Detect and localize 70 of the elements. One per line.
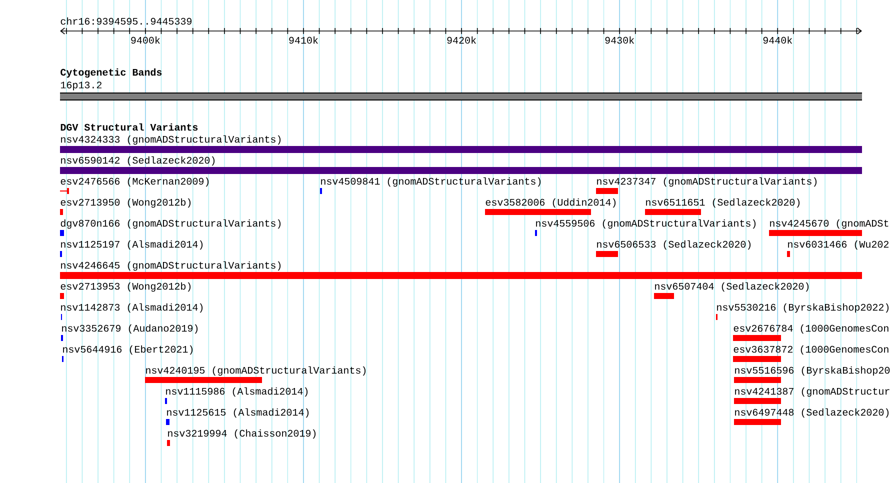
- node-label: nsv4324333 (gnomADStructuralVariants): [61, 135, 281, 145]
- track-title: DGV Structural Variants: [60, 123, 198, 131]
- tick-label: 9440k: [763, 36, 792, 44]
- variant-feature: esv2476566 (McKernan2009): [60, 177, 209, 194]
- variant-feature: nsv6506533 (Sedlazeck2020): [596, 240, 751, 257]
- node-label: esv2676784 (1000GenomesCon: [734, 324, 888, 334]
- variant-feature: nsv4237347 (gnomADStructuralVariants): [596, 177, 817, 194]
- node-label: nsv5530216 (ByrskaBishop2022): [717, 303, 889, 313]
- variant-feature: nsv1115986 (Alsmadi2014): [165, 387, 308, 404]
- variant-feature: nsv6031466 (Wu202: [787, 240, 888, 257]
- variant-feature: dgv870n166 (gnomADStructuralVariants): [60, 219, 281, 236]
- tick-label: 9410k: [289, 36, 318, 44]
- node-label: nsv4246645 (gnomADStructuralVariants): [61, 261, 281, 271]
- tick-label: 9430k: [605, 36, 634, 44]
- variant-feature: nsv4240195 (gnomADStructuralVariants): [145, 366, 366, 383]
- variant-feature: nsv6590142 (Sedlazeck2020): [60, 156, 862, 174]
- variant-feature: nsv4509841 (gnomADStructuralVariants): [320, 177, 541, 194]
- node-label: nsv1142873 (Alsmadi2014): [61, 303, 203, 313]
- variant-feature: nsv1125615 (Alsmadi2014): [166, 408, 309, 425]
- node-label: nsv1115986 (Alsmadi2014): [166, 387, 308, 397]
- node-label: nsv4509841 (gnomADStructuralVariants): [321, 177, 541, 187]
- variant-feature: esv2676784 (1000GenomesCon: [733, 324, 888, 341]
- variant-feature: nsv4245670 (gnomADSt: [769, 219, 888, 236]
- node-label: nsv4245670 (gnomADSt: [770, 219, 888, 229]
- variant-feature: nsv3219994 (Chaisson2019): [167, 429, 316, 446]
- variant-feature: esv3637872 (1000GenomesCon: [733, 345, 888, 362]
- node-label: nsv6497448 (Sedlazeck2020): [735, 408, 889, 418]
- node-label: nsv1125197 (Alsmadi2014): [61, 240, 203, 250]
- variant-feature: esv2713953 (Wong2012b): [60, 282, 191, 299]
- node-label: esv2713950 (Wong2012b): [60, 198, 191, 208]
- node-label: nsv6511651 (Sedlazeck2020): [646, 198, 800, 208]
- region-label: chr16:9394595..9445339: [60, 17, 192, 25]
- tick-label: 9400k: [131, 36, 160, 44]
- node-label: nsv3219994 (Chaisson2019): [168, 429, 316, 439]
- variant-feature: nsv6511651 (Sedlazeck2020): [645, 198, 800, 215]
- variant-feature: nsv3352679 (Audano2019): [61, 324, 198, 341]
- tick-label: 9420k: [447, 36, 476, 44]
- variant-feature: nsv5530216 (ByrskaBishop2022): [716, 303, 889, 320]
- node-label: esv2476566 (McKernan2009): [60, 177, 209, 187]
- variant-feature: nsv4559506 (gnomADStructuralVariants): [535, 219, 756, 236]
- variant-feature: esv2713950 (Wong2012b): [60, 198, 191, 215]
- node-label: 16p13.2: [60, 82, 102, 90]
- node-label: nsv6590142 (Sedlazeck2020): [61, 156, 215, 166]
- variant-feature: esv3582006 (Uddin2014): [485, 198, 616, 215]
- track-title: Cytogenetic Bands: [60, 68, 162, 78]
- cytoband-bar: 16p13.2: [60, 82, 862, 100]
- node-label: nsv4241387 (gnomADStructur: [735, 387, 890, 397]
- variant-feature: nsv1125197 (Alsmadi2014): [60, 240, 203, 257]
- node-label: nsv1125615 (Alsmadi2014): [167, 408, 309, 418]
- variant-feature: nsv1142873 (Alsmadi2014): [61, 303, 203, 320]
- variant-feature: nsv6507404 (Sedlazeck2020): [654, 282, 809, 299]
- node-label: esv3582006 (Uddin2014): [486, 198, 616, 208]
- node-label: nsv4559506 (gnomADStructuralVariants): [536, 219, 756, 229]
- node-label: nsv4240195 (gnomADStructuralVariants): [146, 366, 366, 376]
- node-label: nsv6506533 (Sedlazeck2020): [597, 240, 751, 250]
- variant-feature: nsv6497448 (Sedlazeck2020): [734, 408, 889, 425]
- node-label: esv3637872 (1000GenomesCon: [734, 345, 888, 355]
- node-label: nsv3352679 (Audano2019): [62, 324, 198, 334]
- node-label: nsv6507404 (Sedlazeck2020): [655, 282, 809, 292]
- node-label: nsv6031466 (Wu202: [788, 240, 889, 250]
- variant-feature: nsv4324333 (gnomADStructuralVariants): [60, 135, 862, 153]
- node-label: nsv5644916 (Ebert2021): [63, 345, 193, 355]
- variant-feature: nsv5644916 (Ebert2021): [62, 345, 193, 362]
- variant-feature: nsv4241387 (gnomADStructur: [734, 387, 890, 404]
- node-label: nsv4237347 (gnomADStructuralVariants): [597, 177, 817, 187]
- node-label: dgv870n166 (gnomADStructuralVariants): [60, 219, 281, 229]
- node-label: nsv5516596 (ByrskaBishop20: [735, 366, 890, 376]
- variant-feature: nsv4246645 (gnomADStructuralVariants): [60, 261, 862, 279]
- variant-feature: nsv5516596 (ByrskaBishop20: [734, 366, 890, 383]
- node-label: esv2713953 (Wong2012b): [60, 282, 191, 292]
